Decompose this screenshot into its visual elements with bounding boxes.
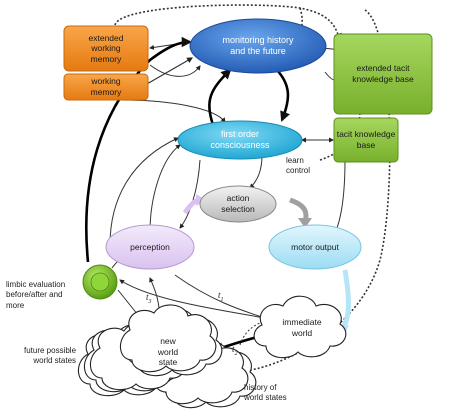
t3-label: t3 (146, 292, 152, 305)
perception-label: perception (130, 241, 170, 252)
t2-label: t2 (232, 344, 238, 357)
extended-working-memory-label: extended working memory (88, 32, 124, 64)
t1-label: t1 (218, 290, 224, 303)
perception-oval (105, 224, 195, 270)
extended-working-memory-box (63, 25, 149, 72)
tacit-label: tacit knowledge base (336, 129, 396, 150)
extended-tacit-label: extended tacit knowledge base (352, 63, 414, 84)
limbic-evaluation-label: limbic evaluation before/after and more (6, 280, 66, 310)
immediate-world-label: immediate world (282, 317, 322, 338)
monitoring-label: monitoring history and the future (222, 34, 294, 56)
working-memory-box (63, 73, 149, 101)
tacit-box (333, 117, 399, 163)
history-states-label: history of world states (244, 383, 287, 403)
immediate-world-cloud (253, 295, 347, 359)
world-state-clouds (77, 304, 257, 409)
first-order-label: first order consciousness (210, 128, 270, 150)
action-selection-oval (199, 185, 277, 223)
motor-output-oval (268, 224, 362, 270)
first-order-oval (177, 120, 303, 160)
action-selection-label: action selection (221, 193, 255, 214)
new-world-state-label: new world state (157, 336, 179, 368)
working-memory-label: working memory (90, 76, 122, 97)
learn-control-label: learn control (286, 156, 311, 176)
motor-output-label: motor output (291, 241, 339, 252)
future-states-label: future possible world states (24, 346, 77, 366)
monitoring-oval (189, 18, 327, 74)
extended-tacit-box (333, 33, 433, 115)
